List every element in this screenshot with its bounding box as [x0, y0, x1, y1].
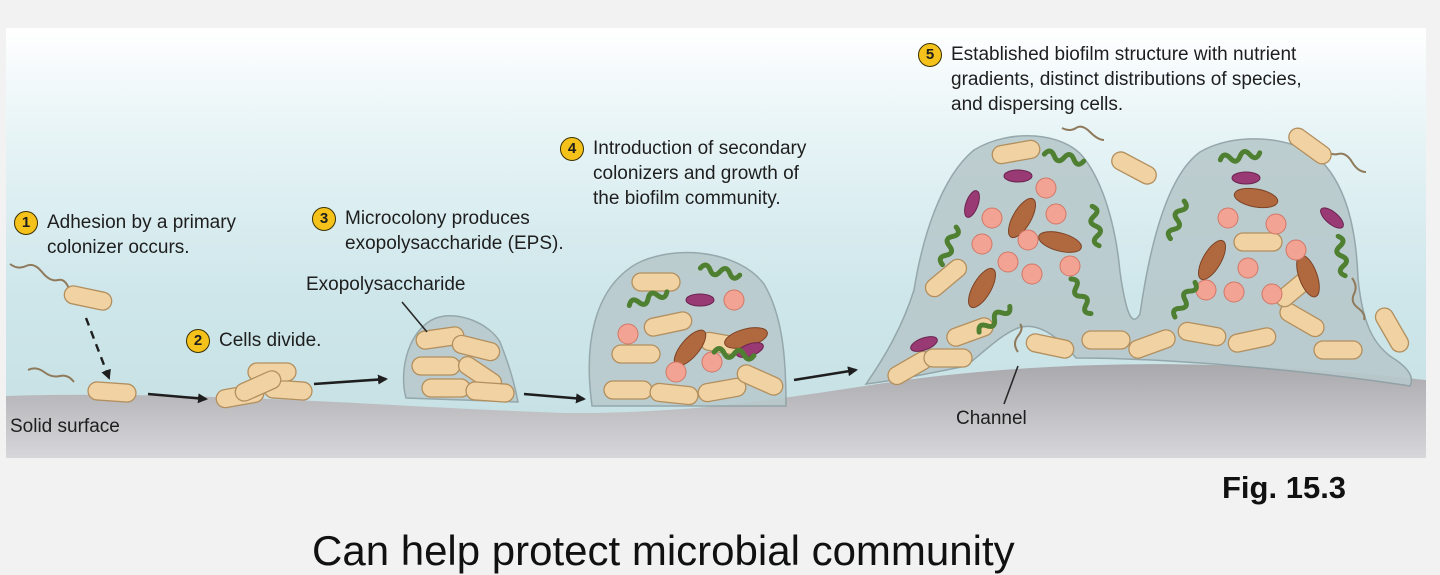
primary-colonizer-cell [62, 283, 114, 313]
step-description: Introduction of secondary colonizers and… [593, 138, 807, 209]
solid-surface [6, 364, 1426, 458]
dispersing-cell [1107, 148, 1161, 188]
step-description: Microcolony produces exopolysaccharide (… [345, 208, 564, 254]
exopolysaccharide-label: Exopolysaccharide [306, 274, 466, 295]
growing-biofilm [588, 251, 787, 407]
biofilm-diagram: 1 Adhesion by a primary colonizer occurs… [6, 28, 1426, 458]
step-number-badge: 4 [560, 137, 584, 161]
microcolony [402, 314, 519, 404]
attached-cell [86, 380, 138, 404]
step-number-badge: 2 [186, 329, 210, 353]
solid-surface-label: Solid surface [10, 416, 120, 437]
step-description: Adhesion by a primary colonizer occurs. [47, 212, 237, 258]
step-description: Established biofilm structure with nutri… [951, 44, 1302, 115]
step-number-badge: 5 [918, 43, 942, 67]
step-3-microcolony: 3 Microcolony produces exopolysaccharide… [312, 206, 564, 256]
channel-label: Channel [956, 408, 1027, 429]
biofilm-illustration [6, 123, 1426, 458]
step-2-cells-divide: 2 Cells divide. [186, 328, 321, 353]
step-1-adhesion: 1 Adhesion by a primary colonizer occurs… [14, 210, 236, 260]
step-5-established-biofilm: 5 Established biofilm structure with nut… [918, 42, 1302, 117]
slide-bottom-text: Can help protect microbial community [312, 527, 1015, 574]
figure-caption: Fig. 15.3 [1222, 470, 1347, 505]
step-number-badge: 3 [312, 207, 336, 231]
step-description: Cells divide. [219, 330, 322, 351]
step-4-secondary-colonizers: 4 Introduction of secondary colonizers a… [560, 136, 806, 211]
step-number-badge: 1 [14, 211, 38, 235]
